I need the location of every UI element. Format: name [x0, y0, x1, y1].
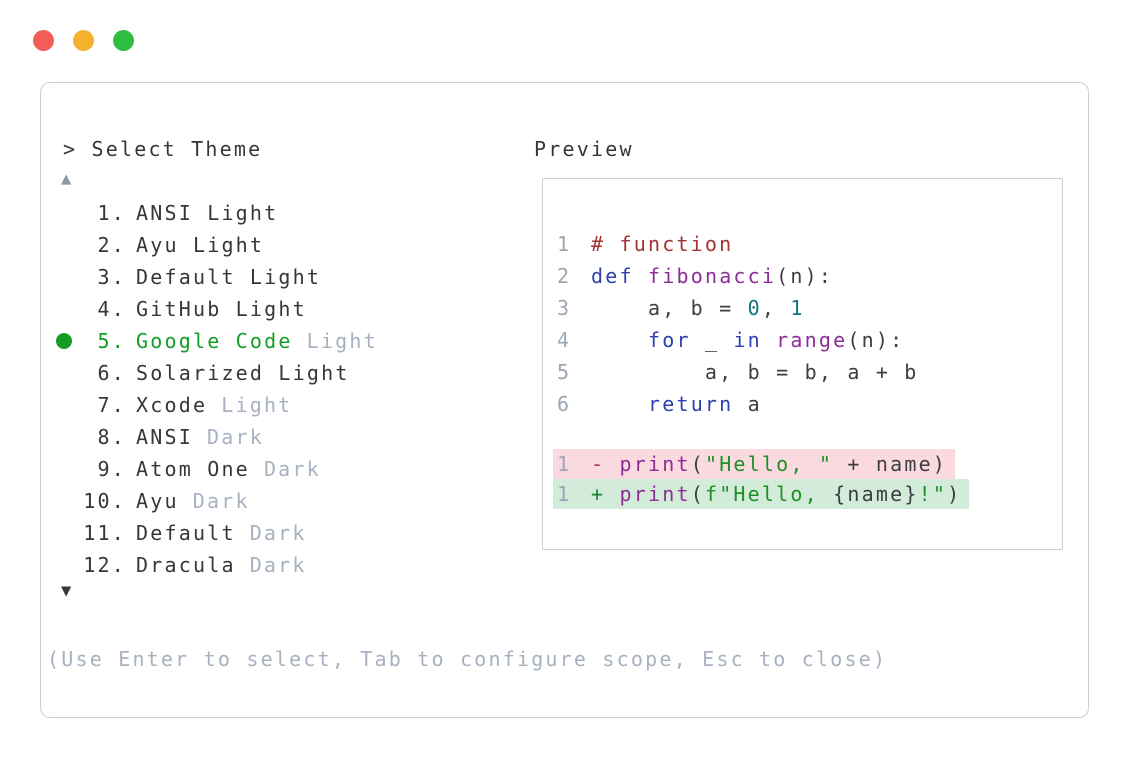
theme-item-number: 7.: [97, 393, 126, 417]
code-line: 5 a, b = b, a + b: [557, 356, 919, 388]
bullet-slot: [54, 357, 78, 389]
theme-item[interactable]: 10. Ayu Dark: [54, 485, 378, 517]
theme-item[interactable]: 7. Xcode Light: [54, 389, 378, 421]
theme-item-label: Xcode: [136, 393, 208, 417]
diff-line-added: 1 + print(f"Hello, {name}!"): [553, 478, 970, 509]
bullet-slot: [54, 261, 78, 293]
bullet-slot: [54, 421, 78, 453]
theme-item-variant: Light: [306, 329, 378, 353]
theme-item-variant: Dark: [192, 489, 250, 513]
diff-line-removed: 1 - print("Hello, " + name): [553, 448, 969, 479]
theme-item-number: 11.: [83, 521, 126, 545]
bullet-slot: [54, 389, 78, 421]
theme-item-variant: Dark: [249, 553, 307, 577]
code-line: 3 a, b = 0, 1: [557, 292, 919, 324]
maximize-button[interactable]: [113, 30, 134, 51]
code-text: a, b = b, a + b: [591, 360, 919, 384]
bullet-slot: [54, 453, 78, 485]
bullet-slot: [54, 549, 78, 581]
theme-item-number: 12.: [83, 553, 126, 577]
theme-item-label: Solarized Light: [136, 361, 350, 385]
scroll-up-icon[interactable]: ▲: [61, 169, 74, 189]
line-number: 1: [557, 482, 572, 506]
help-text: (Use Enter to select, Tab to configure s…: [47, 647, 888, 671]
theme-item[interactable]: 4. GitHub Light: [54, 293, 378, 325]
line-number: 2: [557, 264, 572, 288]
theme-item-label: ANSI: [136, 425, 193, 449]
theme-item-label: ANSI Light: [136, 201, 279, 225]
code-text: a, b = 0, 1: [591, 296, 805, 320]
bullet-slot: [54, 293, 78, 325]
code-line: 2 def fibonacci(n):: [557, 260, 919, 292]
theme-item-label: Dracula: [136, 553, 236, 577]
bullet-slot: [54, 517, 78, 549]
select-theme-prompt: > Select Theme: [63, 137, 263, 161]
code-text: - print("Hello, " + name): [591, 452, 948, 476]
bullet-slot: [54, 197, 78, 229]
line-number: 1: [557, 452, 572, 476]
code-line: 6 return a: [557, 388, 919, 420]
minimize-button[interactable]: [73, 30, 94, 51]
scroll-down-icon[interactable]: ▼: [61, 581, 74, 601]
diff-line-content: 1 - print("Hello, " + name): [553, 449, 956, 479]
line-number: 3: [557, 296, 572, 320]
theme-item[interactable]: 9. Atom One Dark: [54, 453, 378, 485]
line-number: 4: [557, 328, 572, 352]
theme-item[interactable]: 2. Ayu Light: [54, 229, 378, 261]
theme-item[interactable]: 1. ANSI Light: [54, 197, 378, 229]
theme-item-number: 4.: [97, 297, 126, 321]
diff-line-content: 1 + print(f"Hello, {name}!"): [553, 479, 970, 509]
code-preview: 1 # function 2 def fibonacci(n): 3 a, b = 0,…: [557, 228, 919, 420]
code-text: for _ in range(n):: [647, 328, 905, 352]
theme-item-label: Atom One: [136, 457, 250, 481]
line-number: 5: [557, 360, 572, 384]
theme-picker-panel: > Select Theme Preview ▲ 1. ANSI Light 2. A…: [40, 82, 1089, 718]
preview-box: 1 # function 2 def fibonacci(n): 3 a, b = 0,…: [542, 178, 1063, 550]
theme-item-number: 6.: [97, 361, 126, 385]
theme-item[interactable]: 6. Solarized Light: [54, 357, 378, 389]
code-line: 4 for _ in range(n):: [557, 324, 919, 356]
code-text: + print(f"Hello, {name}!"): [591, 482, 962, 506]
diff-preview: 1 - print("Hello, " + name) 1 + print(f"Hel…: [553, 448, 970, 509]
code-text: # function: [591, 232, 734, 256]
theme-item[interactable]: 5. Google Code Light: [54, 325, 378, 357]
theme-item-label: Default: [136, 521, 236, 545]
theme-item[interactable]: 3. Default Light: [54, 261, 378, 293]
theme-item[interactable]: 12. Dracula Dark: [54, 549, 378, 581]
theme-list: 1. ANSI Light 2. Ayu Light 3. Default Light 4.…: [54, 197, 378, 581]
preview-label: Preview: [534, 137, 634, 161]
theme-item-label: Google Code: [136, 329, 293, 353]
close-button[interactable]: [33, 30, 54, 51]
theme-item-number: 8.: [97, 425, 126, 449]
theme-item[interactable]: 8. ANSI Dark: [54, 421, 378, 453]
selected-bullet-icon: [54, 325, 78, 357]
theme-item-number: 5.: [97, 329, 126, 353]
theme-item-variant: Dark: [263, 457, 321, 481]
line-number: 6: [557, 392, 572, 416]
theme-item-label: Ayu Light: [136, 233, 265, 257]
bullet-slot: [54, 229, 78, 261]
code-text: return a: [647, 392, 762, 416]
theme-item-number: 2.: [97, 233, 126, 257]
theme-item-number: 10.: [83, 489, 126, 513]
theme-item-label: Ayu: [136, 489, 179, 513]
theme-item-variant: Dark: [206, 425, 264, 449]
code-line: 1 # function: [557, 228, 919, 260]
theme-item-number: 3.: [97, 265, 126, 289]
theme-item-label: Default Light: [136, 265, 322, 289]
bullet-slot: [54, 485, 78, 517]
theme-item-variant: Dark: [249, 521, 307, 545]
theme-item-number: 9.: [97, 457, 126, 481]
theme-item-number: 1.: [97, 201, 126, 225]
theme-item-variant: Light: [221, 393, 293, 417]
code-text: def fibonacci(n):: [591, 264, 834, 288]
window-controls: [33, 30, 134, 51]
line-number: 1: [557, 232, 572, 256]
theme-item[interactable]: 11. Default Dark: [54, 517, 378, 549]
theme-item-label: GitHub Light: [136, 297, 307, 321]
